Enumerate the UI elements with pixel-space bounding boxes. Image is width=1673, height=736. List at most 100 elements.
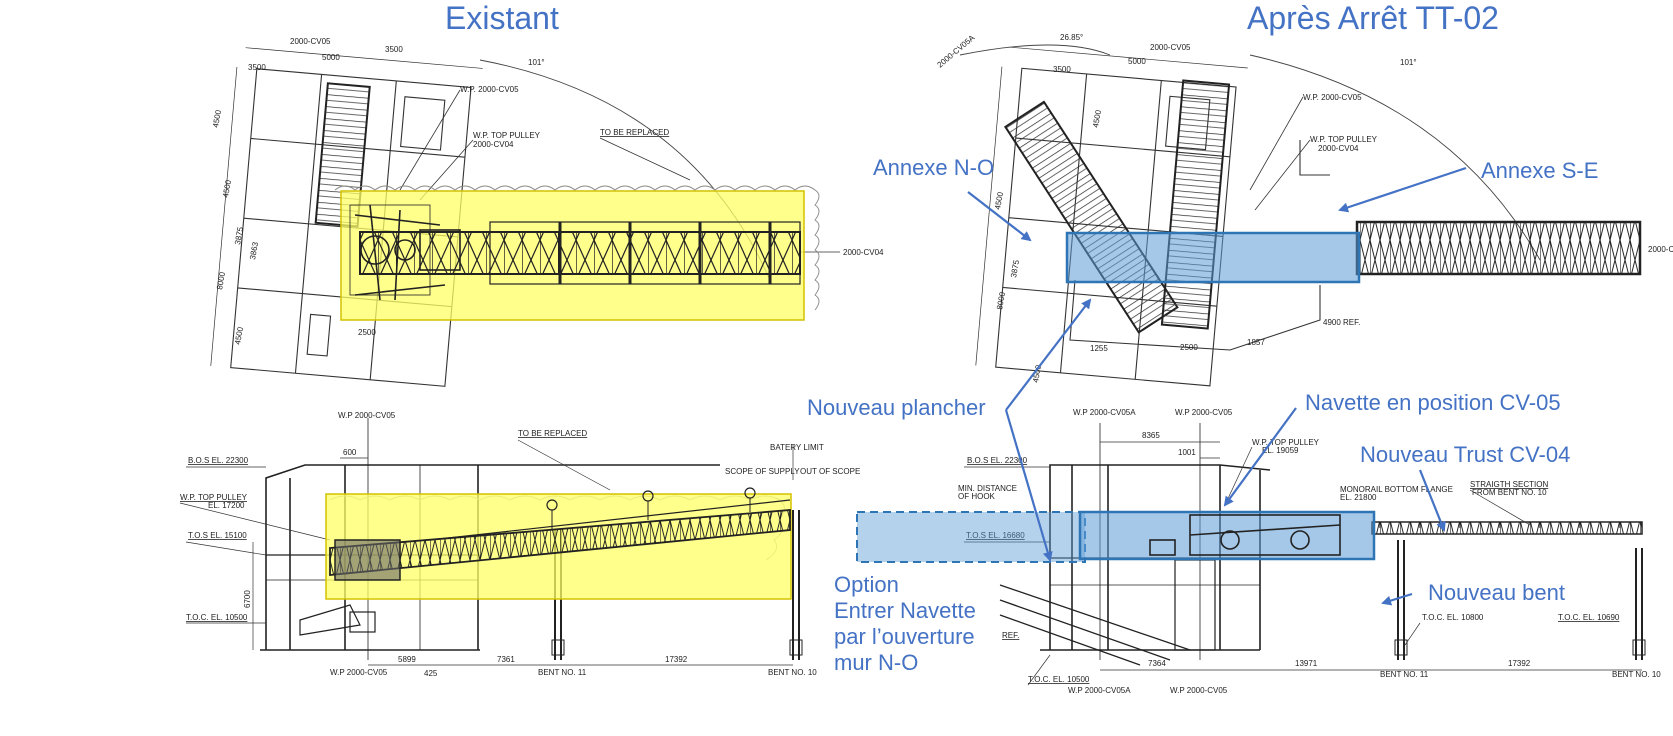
overlay-option-extension <box>856 511 1086 563</box>
dim-label: 8365 <box>1142 431 1160 440</box>
callout-option-line: Entrer Navette <box>834 598 976 623</box>
arrow-annexe-se <box>1338 166 1467 213</box>
label-wp-top-pulley: W.P. TOP PULLEY <box>1252 438 1320 447</box>
arrow-annexe-no <box>967 191 1032 242</box>
label-wp-cv05: W.P 2000-CV05 <box>338 411 396 420</box>
dim-label: 3863 <box>248 241 260 261</box>
arrow-nouveau-trust <box>1418 469 1446 532</box>
label-cv05: 2000-CV05 <box>290 37 331 46</box>
label-wp-cv05: W.P. 2000-CV05 <box>1303 93 1362 102</box>
dim-label: 1001 <box>1178 448 1196 457</box>
label-wp-top-pulley-2: 2000-CV04 <box>473 140 514 149</box>
plan-view-existing: 2000-CV05 3500 5000 3500 W.P. 2000-CV05 … <box>210 37 884 387</box>
dim-label: 17392 <box>665 655 688 664</box>
callout-option: Option Entrer Navette par l’ouverture mu… <box>834 572 976 676</box>
dim-label: 5000 <box>322 53 340 62</box>
label-bos: B.O.S EL. 22300 <box>967 456 1028 465</box>
label-cv05a: 2000-CV05A <box>936 33 977 70</box>
label-wp-bottom: W.P 2000-CV05 <box>330 668 388 677</box>
label-bent-10: BENT NO. 10 <box>768 668 817 677</box>
label-wp-bottom-a: W.P 2000-CV05A <box>1068 686 1131 695</box>
callout-option-line: Option <box>834 572 899 597</box>
label-toc-10690: T.O.C. EL. 10690 <box>1558 613 1620 622</box>
label-wp-bottom-b: W.P 2000-CV05 <box>1170 686 1228 695</box>
arrow-navette-position <box>1223 407 1297 507</box>
label-wp-top-pulley: W.P. TOP PULLEY <box>473 131 541 140</box>
label-out-of-scope: OUT OF SCOPE <box>800 467 860 476</box>
callout-arrows <box>967 166 1467 606</box>
dim-label: 3500 <box>248 63 266 72</box>
dim-label: 1857 <box>1247 338 1265 347</box>
dim-label: 425 <box>424 669 438 678</box>
label-tos: T.O.S EL. 16680 <box>966 531 1025 540</box>
overlay-new-shuttle-plan <box>1065 231 1361 284</box>
dim-label: 3500 <box>385 45 403 54</box>
label-bent-11: BENT NO. 11 <box>538 668 587 677</box>
callout-annexe-se: Annexe S-E <box>1481 158 1599 183</box>
dim-label: 5000 <box>1128 57 1146 66</box>
label-wp-cv05: W.P. 2000-CV05 <box>460 85 519 94</box>
dim-label: 3875 <box>233 226 245 246</box>
dim-label: 2500 <box>358 328 376 337</box>
dim-label: 7364 <box>1148 659 1166 668</box>
dim-label: 4500 <box>221 179 233 199</box>
callout-option-line: mur N-O <box>834 650 919 675</box>
title-existant: Existant <box>445 0 559 36</box>
label-tos: T.O.S EL. 15100 <box>188 531 247 540</box>
label-wp-top-pulley: W.P. TOP PULLEY <box>1310 135 1378 144</box>
dim-label: 8000 <box>995 291 1007 311</box>
callout-nouveau-bent: Nouveau bent <box>1428 580 1565 605</box>
dim-label: 4500 <box>993 191 1005 211</box>
label-battery-limit: BATERY LIMIT <box>770 443 824 452</box>
label-wp-top-pulley-el: EL. 19059 <box>1262 446 1299 455</box>
dim-label: 2500 <box>1180 343 1198 352</box>
dim-label: 13971 <box>1295 659 1318 668</box>
label-ref: REF. <box>1002 631 1019 640</box>
dim-label: 4500 <box>233 326 245 346</box>
label-bent-10: BENT NO. 10 <box>1612 670 1661 679</box>
dim-label: 1255 <box>1090 344 1108 353</box>
label-monorail-el: EL. 21800 <box>1340 493 1377 502</box>
plan-view-after: 2000-CV05A 26.85° 2000-CV05 3500 5000 W.… <box>936 33 1673 387</box>
dim-label: 3875 <box>1009 259 1021 279</box>
label-ref-4900: 4900 REF. <box>1323 318 1360 327</box>
dim-label: 4500 <box>211 109 223 129</box>
callout-nouveau-trust: Nouveau Trust CV-04 <box>1360 442 1571 467</box>
title-apres-arret: Après Arrêt TT-02 <box>1247 0 1499 36</box>
label-angle-a: 26.85° <box>1060 33 1083 42</box>
label-straight-section-2: FROM BENT NO. 10 <box>1472 488 1547 497</box>
dim-label: 3500 <box>1053 65 1071 74</box>
arrow-nouveau-plancher-bottom <box>1004 409 1053 562</box>
label-wp-top-pulley-el: EL. 17200 <box>208 501 245 510</box>
dim-label: 4500 <box>1031 364 1043 384</box>
label-toc: T.O.C. EL. 10500 <box>186 613 248 622</box>
label-to-be-replaced: TO BE REPLACED <box>518 429 587 438</box>
callout-option-line: par l’ouverture <box>834 624 975 649</box>
dim-label: 8000 <box>215 271 227 291</box>
label-wp-top-pulley: W.P. TOP PULLEY <box>180 493 248 502</box>
label-of-hook: OF HOOK <box>958 492 996 501</box>
label-angle: 101° <box>1400 58 1417 67</box>
callout-nouveau-plancher: Nouveau plancher <box>807 395 986 420</box>
overlay-new-shuttle-elevation <box>1078 510 1376 561</box>
dim-label: 600 <box>343 448 357 457</box>
label-scope-supply: SCOPE OF SUPPLY <box>725 467 800 476</box>
label-straight-section: STRAIGTH SECTION <box>1470 480 1548 489</box>
arrow-nouveau-bent <box>1381 592 1413 606</box>
label-angle: 101° <box>528 58 545 67</box>
label-cv04-end: 2000-CV04 <box>843 248 884 257</box>
label-cv05: 2000-CV05 <box>1150 43 1191 52</box>
label-bos: B.O.S EL. 22300 <box>188 456 249 465</box>
dim-label: 4500 <box>1091 109 1103 129</box>
dim-label: 5899 <box>398 655 416 664</box>
elevation-after: W.P 2000-CV05A W.P 2000-CV05 8365 1001 W… <box>856 408 1661 695</box>
label-min-distance: MIN. DISTANCE <box>958 484 1017 493</box>
label-toc-10800: T.O.C. EL. 10800 <box>1422 613 1484 622</box>
elevation-existing: W.P 2000-CV05 B.O.S EL. 22300 600 TO BE … <box>179 411 860 678</box>
callout-navette-position: Navette en position CV-05 <box>1305 390 1561 415</box>
label-wp-top-pulley-2: 2000-CV04 <box>1318 144 1359 153</box>
label-toc-10500: T.O.C. EL. 10500 <box>1028 675 1090 684</box>
label-cv04-end: 2000-CV04 <box>1648 245 1673 254</box>
label-monorail: MONORAIL BOTTOM FLANGE <box>1340 485 1453 494</box>
